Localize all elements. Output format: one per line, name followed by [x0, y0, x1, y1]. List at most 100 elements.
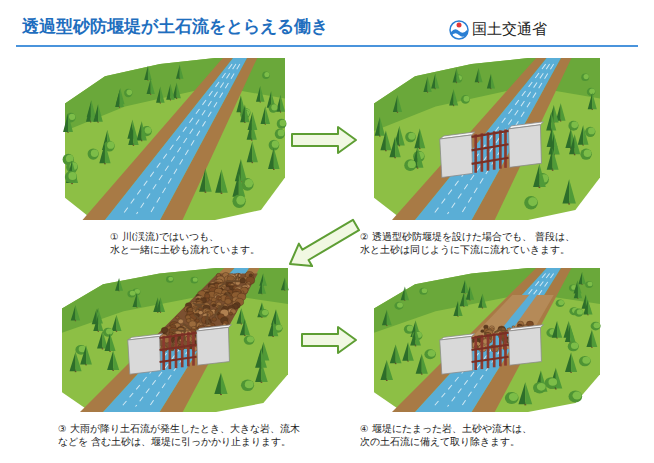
tree-light	[464, 292, 468, 306]
tree	[574, 309, 583, 317]
tree	[214, 373, 221, 394]
tree-light	[420, 129, 425, 149]
tree	[156, 298, 161, 313]
tree	[585, 281, 593, 288]
tree	[247, 121, 252, 140]
hillside	[65, 58, 285, 220]
steel-beam	[472, 131, 509, 137]
tree-light	[120, 91, 124, 107]
tree	[453, 68, 457, 82]
tree	[93, 104, 98, 122]
tree-light	[422, 354, 428, 374]
tree-light	[145, 127, 152, 134]
tree-light	[557, 321, 562, 338]
tree	[237, 308, 242, 323]
title-rule	[16, 45, 638, 47]
tree	[582, 294, 586, 308]
tree	[80, 346, 86, 365]
rock	[223, 321, 228, 326]
tree	[404, 159, 416, 171]
tree	[244, 335, 255, 344]
steel-pipe	[175, 334, 178, 368]
tree	[215, 169, 221, 192]
tree	[176, 65, 180, 79]
tree	[394, 302, 403, 310]
tree-light	[416, 328, 421, 345]
tree	[466, 286, 470, 300]
tree-light	[395, 137, 401, 157]
tree-light	[168, 277, 173, 281]
flow-arrow	[292, 127, 356, 153]
tree-light	[130, 291, 136, 296]
water-streak	[461, 64, 553, 214]
tree-light	[262, 310, 268, 315]
tree	[247, 141, 253, 162]
tree-light	[265, 106, 270, 124]
rock	[225, 299, 232, 305]
tree-light	[239, 173, 245, 197]
water-streak	[122, 273, 234, 406]
tree	[240, 319, 245, 335]
tree-light	[483, 294, 487, 308]
tree-light	[272, 141, 279, 148]
tree-light	[464, 96, 470, 102]
tree-light	[578, 285, 582, 298]
driftwood	[234, 274, 238, 282]
tree-light	[470, 286, 474, 300]
tree-light	[119, 278, 123, 291]
tree-light	[573, 391, 582, 399]
tree-light	[68, 114, 73, 132]
tree	[256, 86, 260, 102]
tree	[401, 287, 405, 301]
tree	[268, 320, 273, 337]
tree-light	[571, 352, 577, 371]
tree-light	[263, 273, 267, 285]
tree-light	[133, 126, 138, 145]
tree	[115, 278, 119, 291]
tree	[591, 322, 601, 331]
tree	[583, 300, 588, 315]
step-caption: ③ 大雨が降り土石流が発生したとき、大きな岩、流木などを 含む土砂は、堰堤に引っ…	[58, 423, 300, 448]
driftwood	[205, 318, 210, 324]
tree-light	[408, 160, 416, 168]
water-streak	[461, 273, 553, 406]
tree	[461, 280, 465, 293]
diagram-title: 透過型砂防堰堤が土石流をとらえる働き	[22, 16, 328, 36]
tree	[199, 168, 205, 191]
tree	[402, 342, 408, 361]
tree	[70, 352, 76, 371]
tree-light	[260, 86, 264, 102]
tree	[71, 305, 76, 320]
tree-light	[245, 381, 254, 389]
tree	[137, 121, 142, 140]
steel-pipe	[169, 335, 172, 369]
tree-light	[569, 179, 576, 203]
steel-beam	[472, 333, 509, 338]
tree	[393, 95, 398, 112]
tree	[112, 315, 117, 331]
tree	[524, 196, 538, 210]
rock	[211, 298, 216, 302]
tree	[574, 285, 578, 298]
steel-pipe	[499, 332, 502, 366]
tree	[414, 129, 419, 149]
rock	[228, 308, 235, 314]
tree-light	[387, 360, 393, 380]
tree-light	[236, 196, 245, 205]
steel-beam	[472, 144, 509, 150]
river-bank	[160, 268, 260, 412]
tree	[63, 114, 68, 132]
tree	[533, 164, 539, 187]
panel-illustration	[63, 58, 287, 220]
tree-light	[584, 150, 592, 158]
tree	[236, 95, 241, 112]
tree	[545, 377, 558, 388]
tree-light	[528, 197, 537, 206]
tree	[578, 125, 583, 144]
tree-light	[458, 301, 463, 316]
tree	[255, 349, 261, 368]
tree	[585, 127, 595, 137]
tree	[375, 117, 380, 136]
tree-light	[275, 325, 282, 331]
